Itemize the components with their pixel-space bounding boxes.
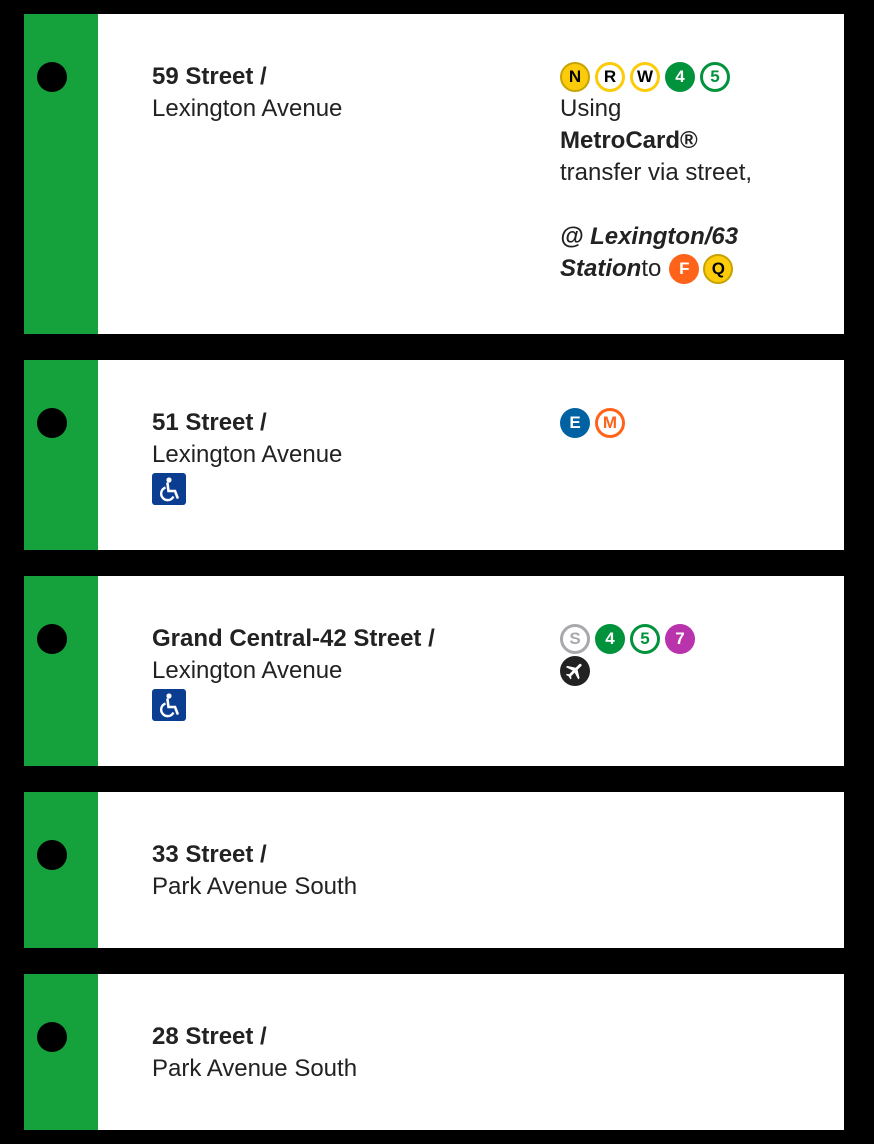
e-train-bullet[interactable]: E (560, 408, 590, 438)
transfer-bullets: S 4 5 7 (560, 623, 820, 655)
transfer-note-line: Using (560, 95, 622, 122)
5-train-bullet[interactable]: 5 (630, 624, 660, 654)
m-train-bullet[interactable]: M (595, 408, 625, 438)
stop-dot (37, 1022, 67, 1052)
line-stripe (24, 792, 98, 948)
line-stripe (24, 360, 98, 550)
4-train-bullet[interactable]: 4 (595, 624, 625, 654)
station-info: Grand Central-42 Street / Lexington Aven… (152, 623, 435, 721)
q-train-bullet[interactable]: Q (703, 254, 734, 284)
w-train-bullet[interactable]: W (630, 62, 660, 92)
stop-dot (37, 62, 67, 92)
station-link[interactable]: Lexington/63 (590, 223, 739, 250)
station-street: Lexington Avenue (152, 95, 343, 122)
station-info: 59 Street / Lexington Avenue (152, 61, 342, 125)
station-street: Park Avenue South (152, 1055, 358, 1082)
station-info: 33 Street / Park Avenue South (152, 839, 357, 903)
station-name: Grand Central-42 Street / (152, 625, 435, 652)
transfer-bullets: E M (560, 407, 820, 439)
station-street: Lexington Avenue (152, 441, 343, 468)
station-name: 51 Street / (152, 409, 267, 436)
5-train-bullet[interactable]: 5 (700, 62, 730, 92)
transfer-note-line: transfer via street, (560, 159, 753, 186)
metrocard-label: MetroCard® (560, 127, 698, 154)
s-shuttle-bullet[interactable]: S (560, 624, 590, 654)
transfer-info: N R W 4 5 Using MetroCard® transfer via … (560, 61, 820, 285)
accessible-icon (152, 473, 186, 505)
line-stripe (24, 974, 98, 1130)
station-name: 59 Street / (152, 63, 267, 90)
transfer-bullets (560, 655, 820, 687)
accessible-icon (152, 689, 186, 721)
f-train-bullet[interactable]: F (669, 254, 700, 284)
4-train-bullet[interactable]: 4 (665, 62, 695, 92)
station-name: 28 Street / (152, 1023, 267, 1050)
r-train-bullet[interactable]: R (595, 62, 625, 92)
transfer-info: E M (560, 407, 820, 439)
stop-card: 33 Street / Park Avenue South (24, 792, 844, 948)
station-info: 51 Street / Lexington Avenue (152, 407, 342, 505)
stop-dot (37, 624, 67, 654)
station-name: 33 Street / (152, 841, 267, 868)
transfer-note-line: @ Lexington/63 (560, 223, 739, 250)
transfer-note-line: Station to F Q (560, 253, 820, 285)
airplane-icon[interactable] (560, 656, 590, 686)
stop-card: 51 Street / Lexington Avenue E M (24, 360, 844, 550)
station-street: Park Avenue South (152, 873, 358, 900)
stop-card: Grand Central-42 Street / Lexington Aven… (24, 576, 844, 766)
transfer-bullets: N R W 4 5 (560, 61, 820, 93)
transfer-note-line: MetroCard® (560, 125, 820, 157)
station-link[interactable]: Station (560, 255, 642, 282)
stop-card: 59 Street / Lexington Avenue N R W 4 5 U… (24, 14, 844, 334)
station-street: Lexington Avenue (152, 657, 343, 684)
stop-card: 28 Street / Park Avenue South (24, 974, 844, 1130)
line-stripe (24, 576, 98, 766)
7-train-bullet[interactable]: 7 (665, 624, 695, 654)
stop-dot (37, 408, 67, 438)
n-train-bullet[interactable]: N (560, 62, 590, 92)
transfer-note-spacer (560, 189, 820, 221)
stop-dot (37, 840, 67, 870)
line-stripe (24, 14, 98, 334)
transfer-info: S 4 5 7 (560, 623, 820, 687)
station-info: 28 Street / Park Avenue South (152, 1021, 357, 1085)
